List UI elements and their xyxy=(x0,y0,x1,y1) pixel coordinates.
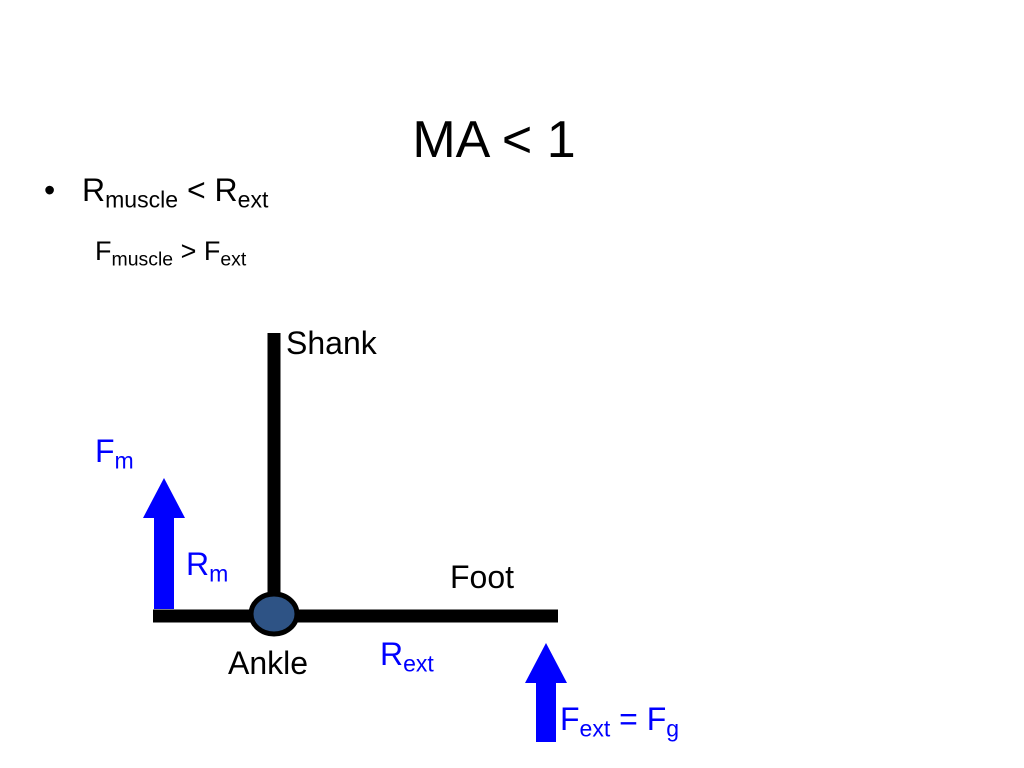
sub-line: Fmuscle > Fext xyxy=(95,234,247,271)
rext-main: R xyxy=(380,636,404,672)
sub-rhs-main: F xyxy=(203,236,221,266)
sub-rhs-sub: ext xyxy=(220,248,247,271)
fm-label: Fm xyxy=(95,431,134,474)
muscle-force-arrow xyxy=(143,478,185,609)
rm-label: Rm xyxy=(186,544,229,587)
shank-label: Shank xyxy=(286,325,377,361)
ankle-label: Ankle xyxy=(228,645,309,681)
fext-label: Fext = Fg xyxy=(560,699,680,742)
bullet-rhs-main: R xyxy=(214,172,238,208)
rm-main: R xyxy=(186,546,210,582)
bullet-line: • Rmuscle < Rext xyxy=(44,170,269,213)
rext-sub: ext xyxy=(403,650,434,677)
fm-sub: m xyxy=(114,447,134,474)
fext-main: F xyxy=(560,701,580,737)
sub-f-main: F xyxy=(95,236,112,266)
sub-operator: > xyxy=(173,236,204,266)
rext-label: Rext xyxy=(380,634,434,677)
fg-sub: g xyxy=(666,715,680,742)
bullet-operator: < xyxy=(178,172,215,208)
bullet-rhs-sub: ext xyxy=(237,186,269,213)
fext-equals: = xyxy=(610,701,647,737)
fg-main: F xyxy=(646,701,667,737)
foot-label: Foot xyxy=(450,559,515,595)
bullet-r-sub: muscle xyxy=(105,186,179,213)
fext-sub: ext xyxy=(579,715,611,742)
bullet-dot: • xyxy=(44,172,56,208)
sub-f-sub: muscle xyxy=(111,248,174,271)
slide-title: MA < 1 xyxy=(412,111,576,169)
bullet-r-main: R xyxy=(82,172,106,208)
ankle-joint xyxy=(248,591,300,637)
external-force-arrow xyxy=(525,643,567,742)
fm-main: F xyxy=(95,433,115,469)
rm-sub: m xyxy=(209,560,229,587)
